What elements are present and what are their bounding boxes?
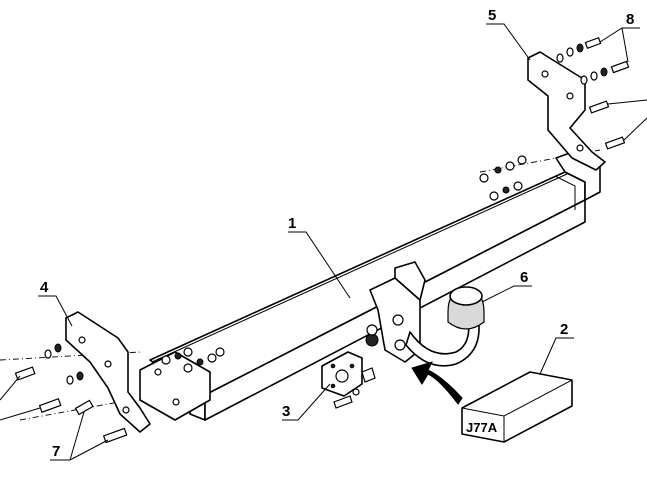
nut-set-right: [479, 155, 527, 201]
callout-labels: 1 2 3 4 5 6 7 8: [40, 7, 634, 460]
kit-box-label: J77A: [466, 420, 498, 435]
callout-4: 4: [40, 279, 49, 296]
kit-box: J77A: [461, 371, 573, 443]
callout-1: 1: [288, 215, 296, 232]
nut-set-left: [161, 347, 225, 373]
insert-arrow: [411, 361, 463, 405]
callout-6: 6: [520, 269, 528, 286]
callout-5: 5: [488, 7, 496, 24]
left-side-bracket: [65, 311, 151, 433]
callout-8: 8: [626, 11, 634, 28]
callout-3: 3: [282, 403, 290, 420]
socket-plate: [321, 351, 376, 409]
leader-lines: [0, 23, 647, 461]
callout-7: 7: [52, 443, 60, 460]
fastener-hardware: [14, 37, 630, 444]
bolt-set-top-right: [556, 37, 630, 150]
callout-2: 2: [560, 321, 568, 338]
tow-hook-assembly: [365, 261, 485, 367]
axis-lines: [0, 149, 601, 421]
bolt-set-left: [14, 343, 128, 444]
